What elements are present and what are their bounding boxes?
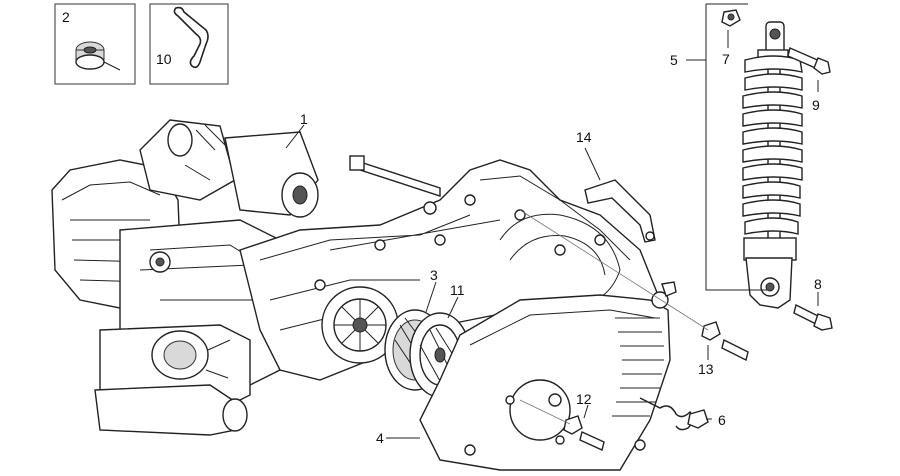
shock-absorber-5 — [742, 21, 803, 309]
label-12: 12 — [576, 391, 592, 407]
grommet-icon — [75, 41, 121, 71]
label-4: 4 — [376, 430, 384, 446]
small-bolt — [661, 281, 677, 297]
spring-clip-icon — [173, 6, 209, 69]
label-9: 9 — [812, 97, 820, 113]
nut-7 — [721, 9, 741, 27]
bolt-12 — [563, 415, 605, 451]
label-6: 6 — [718, 412, 726, 428]
label-11: 11 — [450, 282, 465, 298]
label-13: 13 — [698, 361, 714, 377]
bolt-8 — [793, 303, 833, 331]
label-14: 14 — [576, 129, 592, 145]
inset-box-spring-clip: 10 — [149, 3, 229, 85]
label-3: 3 — [430, 267, 438, 283]
bracket-14 — [584, 179, 656, 243]
label-8: 8 — [814, 276, 822, 292]
bolt-13 — [701, 321, 749, 362]
label-7: 7 — [722, 51, 730, 67]
spring-6 — [639, 397, 709, 431]
engine-assembly — [51, 119, 661, 436]
leader-lines — [285, 3, 819, 439]
bolt-9 — [787, 47, 831, 75]
label-2: 2 — [62, 9, 70, 25]
label-5: 5 — [670, 52, 678, 68]
label-1: 1 — [300, 111, 308, 127]
transmission-cover-4 — [419, 291, 671, 471]
label-10: 10 — [156, 51, 172, 67]
inset-box-grommet: 2 — [54, 3, 136, 85]
